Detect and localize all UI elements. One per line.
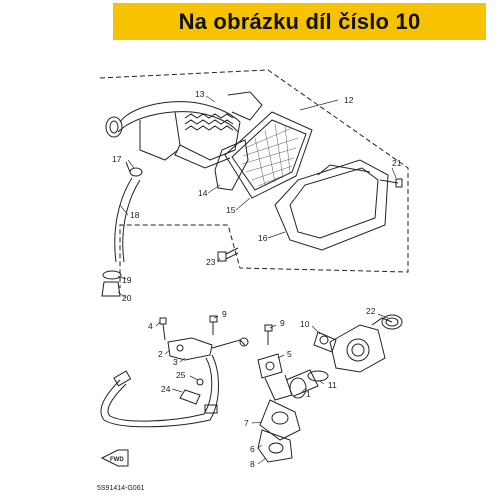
label-12: 12 <box>344 95 354 105</box>
air-filter <box>224 111 313 199</box>
air-box-case <box>274 159 389 251</box>
label-25: 25 <box>176 370 186 380</box>
label-24: 24 <box>161 384 171 394</box>
fwd-arrow <box>100 449 129 467</box>
screw-21 <box>379 178 403 188</box>
intake-duct <box>105 91 263 169</box>
throttle-body <box>313 317 393 373</box>
clamp-17 <box>125 161 143 177</box>
label-14: 14 <box>198 188 208 198</box>
label-11: 11 <box>328 380 337 390</box>
bolt-4 <box>159 317 167 341</box>
label-15: 15 <box>226 205 236 215</box>
clamp-22 <box>381 314 403 330</box>
bracket-2 <box>167 337 249 361</box>
label-19: 19 <box>122 275 132 285</box>
bolt-23 <box>217 247 239 262</box>
assembly-border <box>99 69 409 288</box>
bolt-9a <box>209 315 218 335</box>
plug-20 <box>101 281 121 297</box>
breather-hose <box>100 354 219 428</box>
label-22: 22 <box>366 306 376 316</box>
label-10: 10 <box>300 319 310 329</box>
label-16: 16 <box>258 233 268 243</box>
label-20: 20 <box>122 293 132 303</box>
label-7: 7 <box>244 418 249 428</box>
label-3: 3 <box>173 357 178 367</box>
label-4: 4 <box>148 321 153 331</box>
label-23: 23 <box>206 257 216 267</box>
clamp-11 <box>307 370 329 382</box>
label-13: 13 <box>195 89 205 99</box>
clip-19 <box>102 270 122 280</box>
label-9b: 9 <box>280 318 285 328</box>
banner-title: Na obrázku díl číslo 10 <box>178 8 421 34</box>
fwd-label: FWD <box>110 457 124 463</box>
label-1: 1 <box>306 389 311 399</box>
filter-seal <box>214 139 249 191</box>
diagram-code: 5S91414-G061 <box>97 485 145 492</box>
label-21: 21 <box>392 158 402 168</box>
label-6: 6 <box>250 444 255 454</box>
intake-joint <box>257 353 319 463</box>
bolt-9b <box>264 324 273 345</box>
label-17: 17 <box>112 154 122 164</box>
title-banner: Na obrázku díl číslo 10 <box>113 3 486 40</box>
label-9a: 9 <box>222 309 227 319</box>
label-18: 18 <box>130 210 140 220</box>
drain-hose <box>114 177 141 263</box>
label-2: 2 <box>158 349 163 359</box>
label-8: 8 <box>250 459 255 469</box>
label-5: 5 <box>287 349 292 359</box>
